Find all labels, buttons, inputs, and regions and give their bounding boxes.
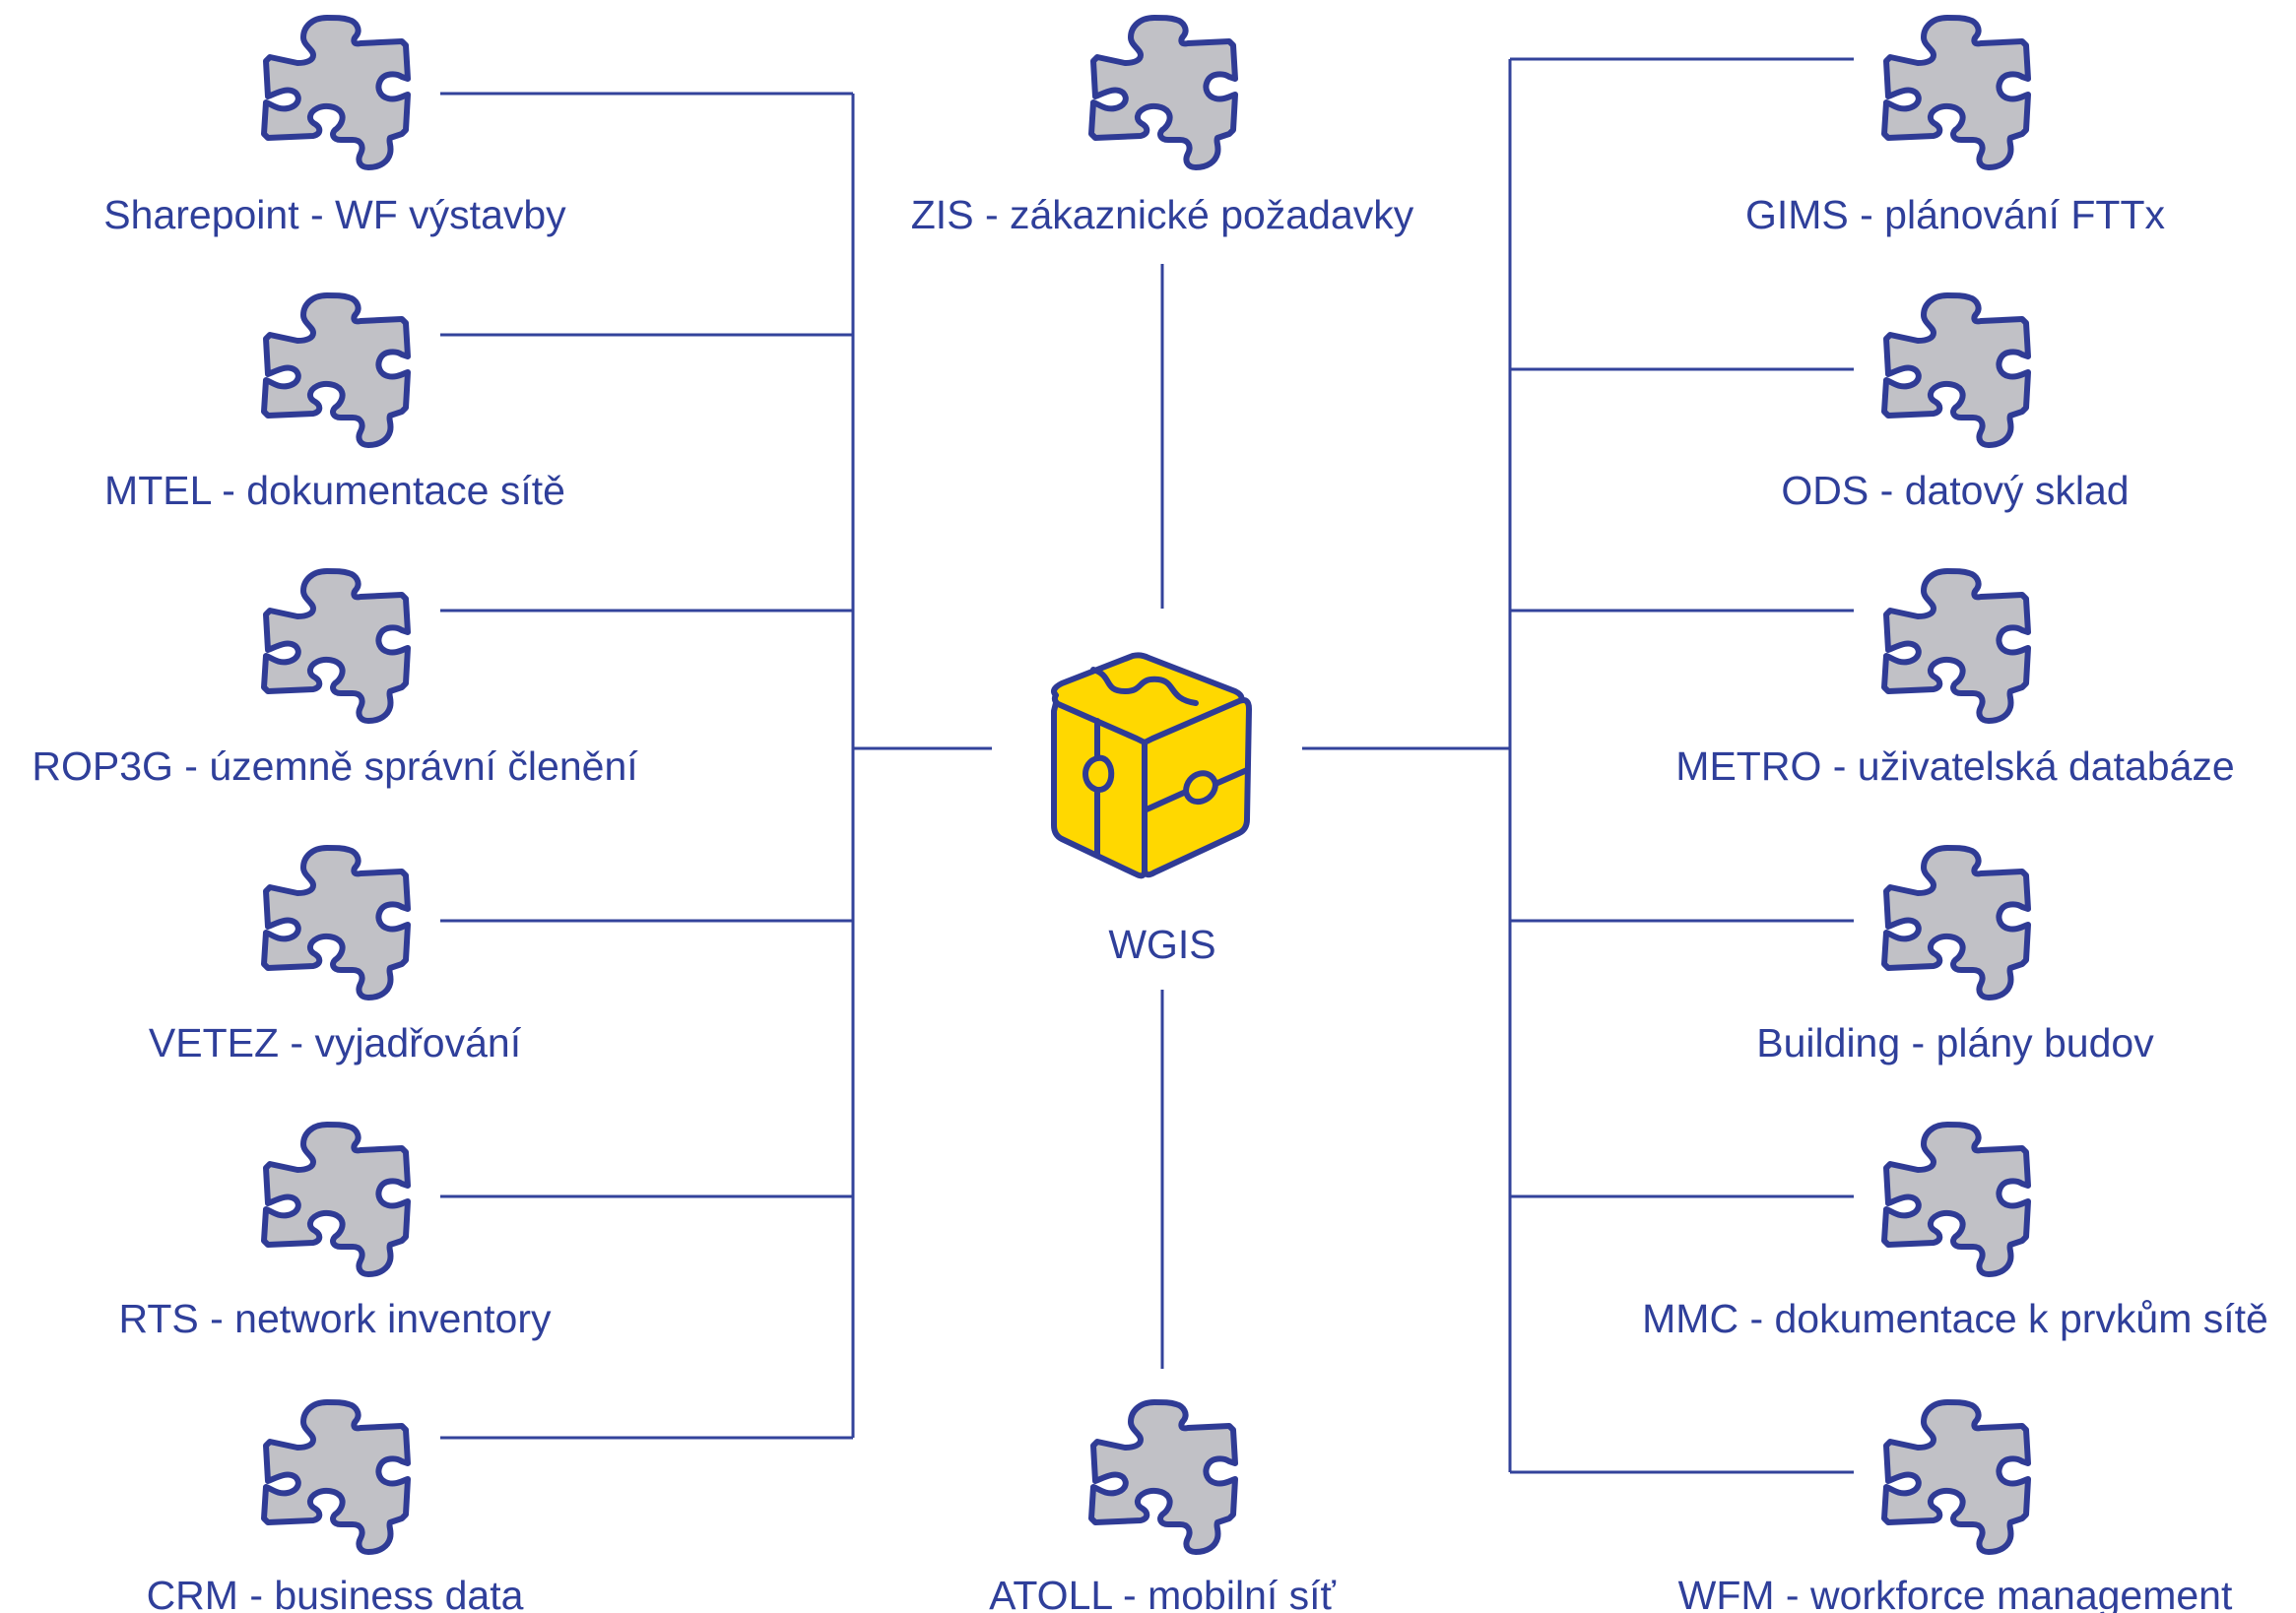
left-module-label-rts: RTS - network inventory	[118, 1296, 552, 1341]
left-module-label-crm: CRM - business data	[147, 1573, 524, 1613]
puzzle-piece-icon	[1884, 18, 2028, 167]
left-module-label-mtel: MTEL - dokumentace sítě	[104, 468, 565, 513]
puzzle-piece-icon	[264, 571, 408, 721]
right-module-label-mmc: MMC - dokumentace k prvkům sítě	[1642, 1296, 2268, 1341]
puzzle-piece-icon	[1884, 1125, 2028, 1274]
right-module-label-building: Building - plány budov	[1756, 1020, 2154, 1065]
puzzle-piece-icon	[1884, 571, 2028, 721]
hub-label-wgis: WGIS	[1108, 922, 1215, 967]
left-module-label-vetez: VETEZ - vyjadřování	[149, 1020, 522, 1065]
puzzle-piece-icon	[1091, 18, 1235, 167]
puzzle-piece-icon	[1884, 1402, 2028, 1552]
bottom-module-label-atoll: ATOLL - mobilní síť	[989, 1573, 1336, 1613]
right-module-label-metro: METRO - uživatelská databáze	[1675, 743, 2234, 789]
right-module-label-wfm: WFM - workforce management	[1678, 1573, 2233, 1613]
right-module-label-ods: ODS - datový sklad	[1781, 468, 2129, 513]
left-module-label-sharepoint: Sharepoint - WF výstavby	[103, 192, 566, 237]
puzzle-piece-icon	[264, 1125, 408, 1274]
puzzle-piece-icon	[264, 848, 408, 998]
puzzle-piece-icon	[1884, 848, 2028, 998]
right-module-label-gims: GIMS - plánování FTTx	[1745, 192, 2166, 237]
left-module-label-rop3g: ROP3G - územně správní členění	[32, 743, 638, 789]
puzzle-cube-icon	[1051, 652, 1252, 879]
puzzle-piece-icon	[1091, 1402, 1235, 1552]
connector-lines	[440, 57, 1854, 1474]
puzzle-piece-icon	[1884, 295, 2028, 445]
puzzle-piece-icon	[264, 295, 408, 445]
puzzle-piece-icon	[264, 1402, 408, 1552]
top-module-label-zis: ZIS - zákaznické požadavky	[911, 192, 1414, 237]
puzzle-piece-icon	[264, 18, 408, 167]
